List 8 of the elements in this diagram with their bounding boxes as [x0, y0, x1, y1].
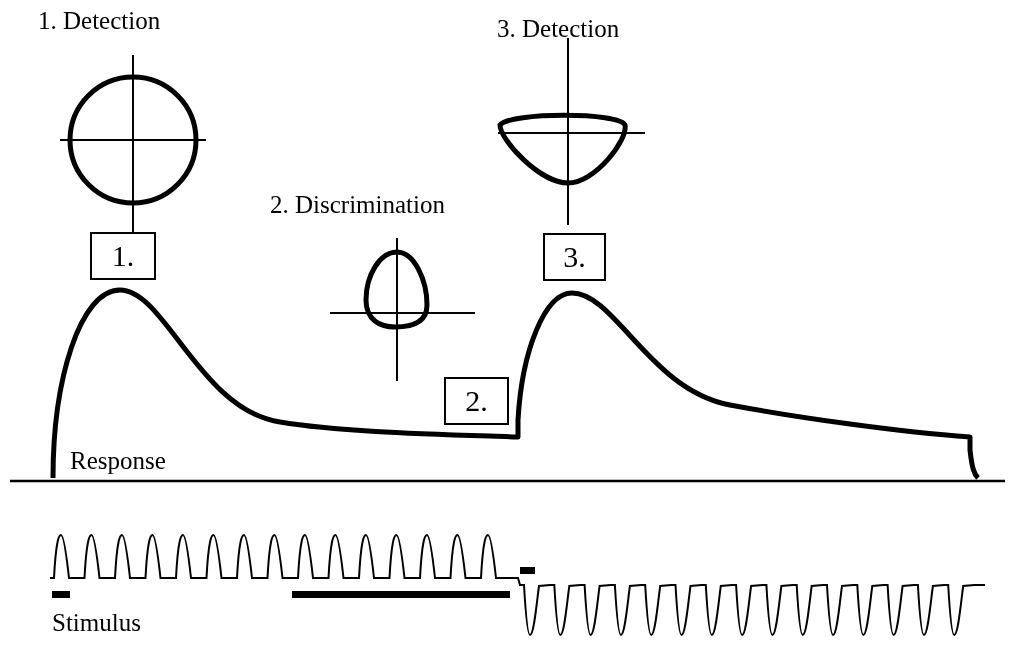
axis-label: Response [70, 448, 166, 473]
section-heading: 3. Detection [497, 16, 620, 41]
section-heading: 1. Detection [38, 8, 161, 33]
phase-number-box: 3. [543, 233, 606, 281]
phase-number-box: 1. [90, 232, 156, 280]
phase-number-box: 2. [444, 377, 509, 425]
axis-label: Stimulus [52, 610, 141, 635]
section-heading: 2. Discrimination [270, 192, 445, 217]
